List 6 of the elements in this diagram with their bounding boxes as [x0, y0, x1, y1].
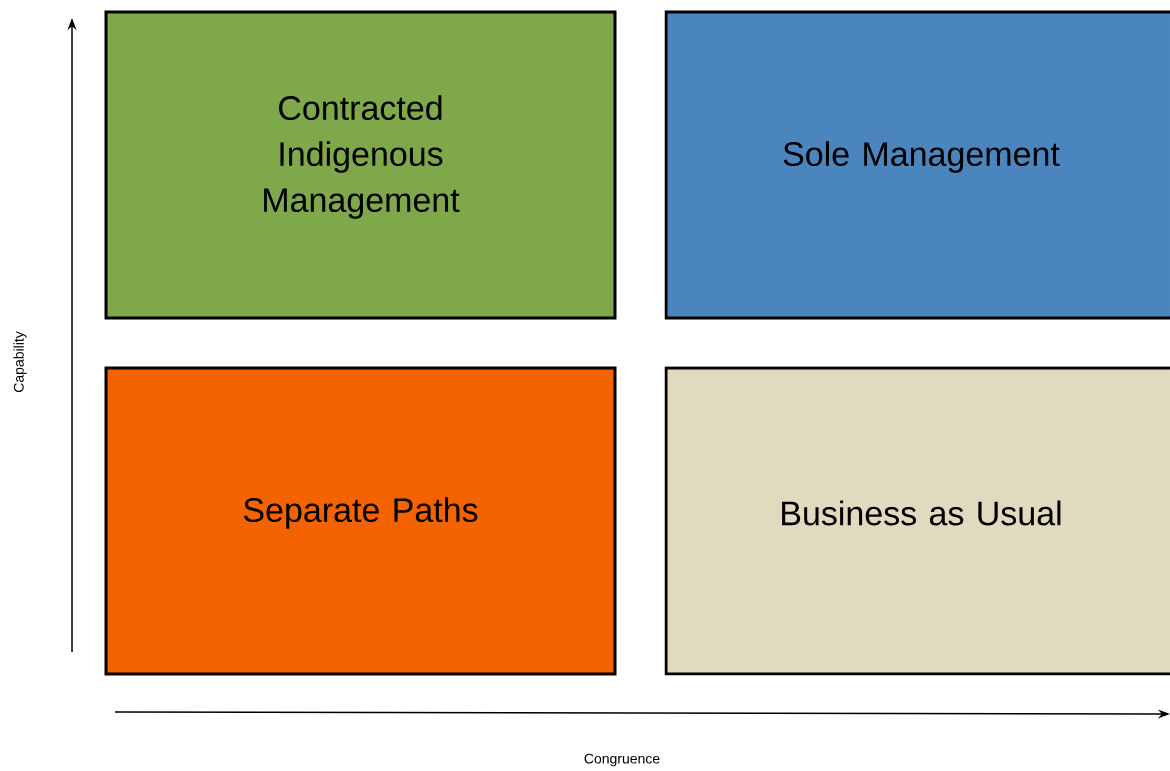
quadrant-box: Separate Paths — [104, 366, 617, 676]
quadrant-box: Contracted Indigenous Management — [104, 10, 617, 320]
axis-label: Congruence — [584, 753, 660, 767]
quadrant-box: Sole Management — [664, 10, 1170, 320]
quadrant-box: Business as Usual — [664, 366, 1170, 676]
axis-label: Capability — [13, 331, 27, 393]
